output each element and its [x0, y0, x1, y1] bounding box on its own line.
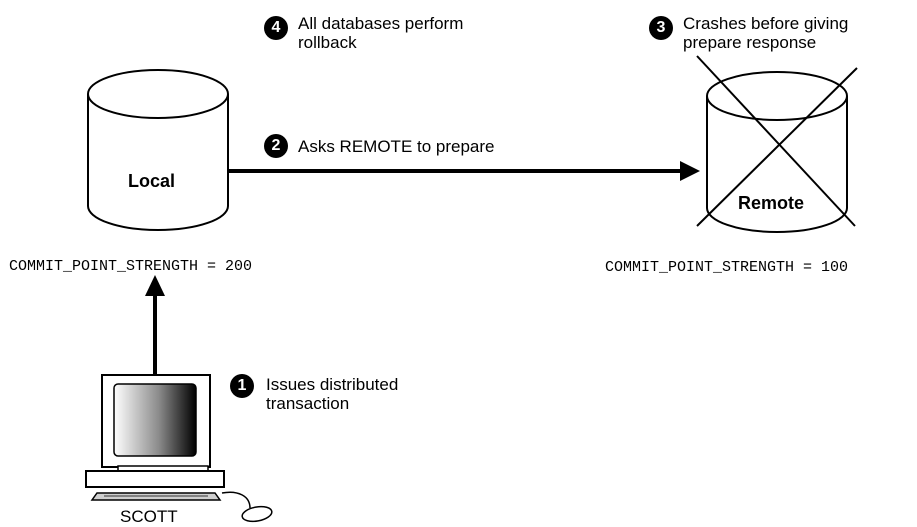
step-2-line-1: Asks REMOTE to prepare: [298, 137, 495, 156]
step-1-badge: 1: [230, 374, 254, 398]
crash-cross-mark: [696, 55, 858, 227]
step-3-badge: 3: [649, 16, 673, 40]
remote-database-cylinder: [706, 71, 848, 233]
local-database-label: Local: [128, 171, 176, 191]
step-3-line-2: prepare response: [683, 33, 817, 52]
step-3-line-1: Crashes before giving: [683, 14, 849, 33]
step-4-line-2: rollback: [298, 33, 357, 52]
step-4-line-1: All databases perform: [298, 14, 464, 33]
remote-commit-point-strength: COMMIT_POINT_STRENGTH = 100: [605, 259, 849, 276]
local-database-cylinder: [87, 69, 229, 231]
local-commit-point-strength: COMMIT_POINT_STRENGTH = 200: [9, 258, 253, 275]
remote-database-label: Remote: [738, 193, 805, 213]
step-2-badge: 2: [264, 134, 288, 158]
step-1-text: Issues distributed transaction: [266, 375, 398, 413]
step-1-line-1: Issues distributed: [266, 375, 399, 394]
client-user-label: SCOTT: [120, 507, 178, 526]
client-computer-icon: [85, 374, 273, 523]
prepare-request-arrow: [228, 161, 700, 181]
step-3-text: Crashes before giving prepare response: [683, 14, 848, 52]
step-4-text: All databases perform rollback: [298, 14, 463, 52]
step-4-badge: 4: [264, 16, 288, 40]
step-2-text: Asks REMOTE to prepare: [298, 137, 495, 156]
client-to-local-arrow: [145, 275, 165, 374]
step-1-line-2: transaction: [266, 394, 350, 413]
